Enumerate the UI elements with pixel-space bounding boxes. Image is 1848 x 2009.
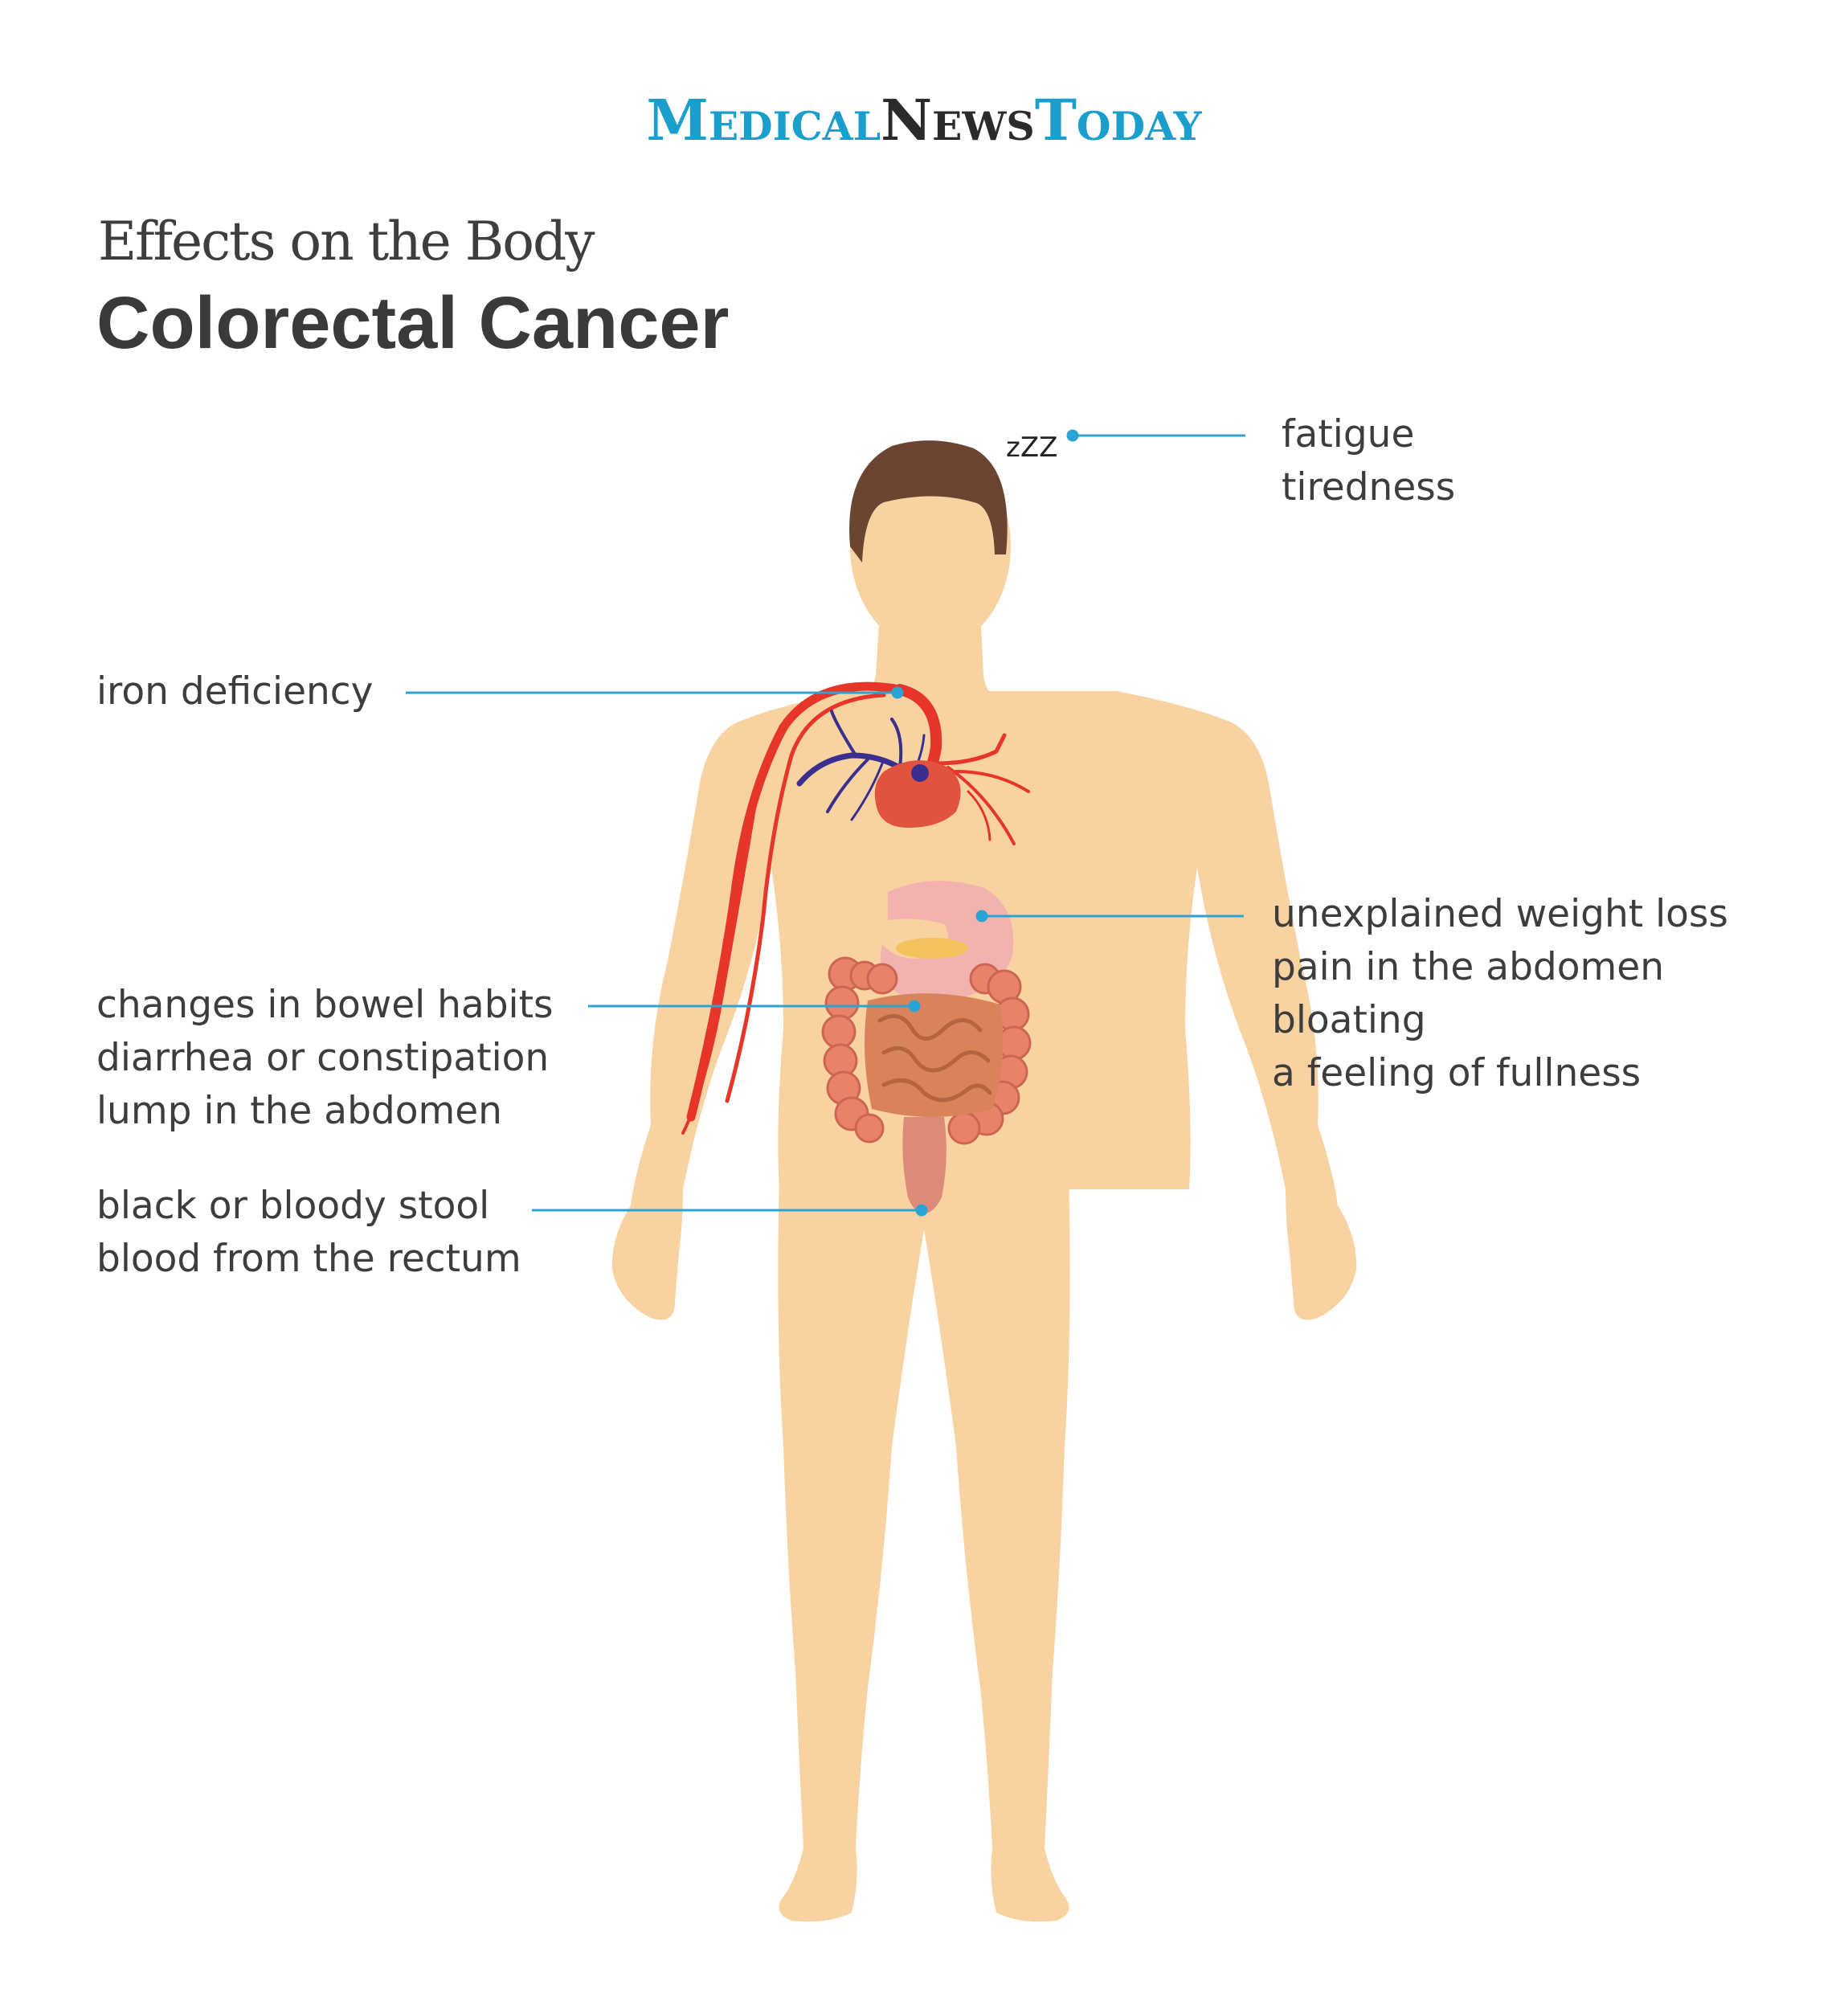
callout-rectum-line-2: blood from the rectum	[96, 1237, 521, 1281]
heart-organ	[874, 760, 961, 828]
callout-stomach-line-3: bloating	[1272, 998, 1426, 1042]
callout-head-line-2: tiredness	[1282, 465, 1456, 509]
brand-part-news: News	[881, 87, 1035, 153]
callout-bowel: changes in bowel habits diarrhea or cons…	[96, 979, 554, 1138]
brand-part-today: Today	[1034, 87, 1202, 153]
leader-dot-heart	[891, 686, 904, 699]
callout-rectum-line-1: black or bloody stool	[96, 1184, 490, 1228]
callout-head-line-1: fatigue	[1282, 412, 1415, 456]
callout-stomach-line-1: unexplained weight loss	[1272, 892, 1728, 936]
callout-heart: iron deficiency	[96, 665, 373, 718]
callout-bowel-line-2: diarrhea or constipation	[96, 1036, 550, 1080]
callout-stomach-line-2: pain in the abdomen	[1272, 945, 1664, 989]
callout-stomach-line-4: a feeling of fullness	[1272, 1051, 1642, 1095]
body-silhouette	[611, 444, 1357, 1922]
leader-dot-bowel	[908, 1000, 921, 1013]
callout-heart-line-1: iron deficiency	[96, 669, 374, 714]
page-title: Colorectal Cancer	[96, 282, 730, 364]
leader-dot-rectum	[915, 1204, 928, 1217]
callout-stomach: unexplained weight loss pain in the abdo…	[1272, 888, 1728, 1100]
callout-rectum: black or bloody stool blood from the rec…	[96, 1180, 521, 1286]
rectum-organ	[902, 1117, 946, 1213]
brand-part-medical: Medical	[646, 87, 881, 153]
page-subtitle: Effects on the Body	[98, 211, 595, 272]
pancreas-organ	[896, 938, 968, 959]
callout-bowel-line-1: changes in bowel habits	[96, 983, 554, 1027]
small-intestine-organ	[865, 993, 1004, 1117]
sleep-zzz-icon: zZZ	[1006, 432, 1057, 464]
leader-lines	[406, 429, 1245, 1217]
leader-dot-head	[1066, 429, 1079, 442]
heart-vessel-top	[911, 764, 929, 782]
brand-logo: MedicalNewsToday	[0, 92, 1848, 149]
hair	[849, 440, 1008, 563]
leader-dot-stomach	[975, 910, 988, 923]
colon-organ	[821, 956, 1032, 1145]
callout-bowel-line-3: lump in the abdomen	[96, 1089, 502, 1133]
callout-head: fatigue tiredness	[1282, 408, 1455, 514]
